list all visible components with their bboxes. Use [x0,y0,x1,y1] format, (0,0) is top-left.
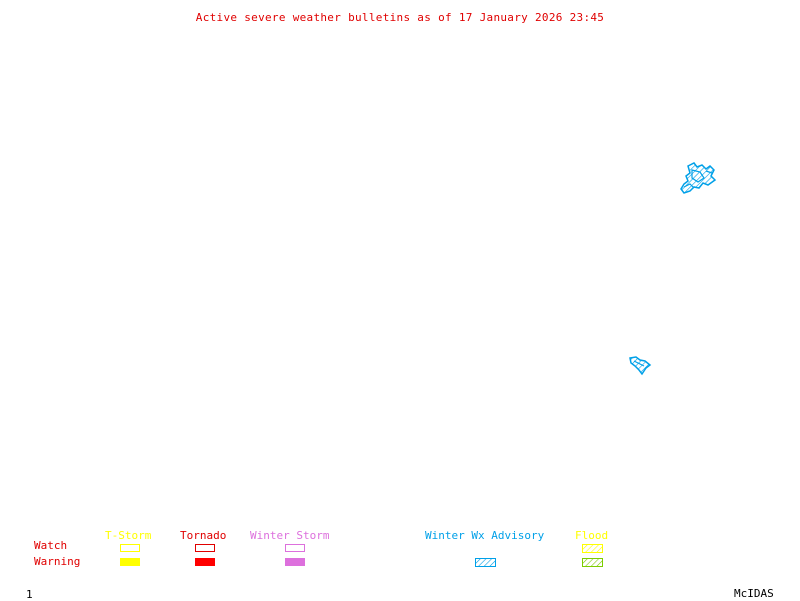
legend-flood-label: Flood [575,529,609,542]
legend-flood-warning-swatch [582,558,603,567]
mcidas-brand: McIDAS [734,587,774,600]
bulletin-title: Active severe weather bulletins as of 17… [195,11,605,24]
legend-tornado-label: Tornado [180,529,227,542]
legend-tstorm-warning-swatch [120,558,140,566]
legend-row-watch: Watch [34,539,68,552]
legend-tornado-watch-swatch [195,544,215,552]
frame-number: 1 [26,588,33,601]
legend-row-warning: Warning [34,555,81,568]
legend-flood-watch-swatch [582,544,603,553]
advisory-area-middle-right[interactable] [629,356,652,376]
legend-winter-storm-warning-swatch [285,558,305,566]
legend-tstorm-watch-swatch [120,544,140,552]
legend-tstorm-label: T-Storm [105,529,152,542]
legend-winter-storm-label: Winter Storm [250,529,330,542]
legend-tornado-warning-swatch [195,558,215,566]
legend-winter-storm-watch-swatch [285,544,305,552]
legend-winter-wx-advisory-label: Winter Wx Advisory [425,529,545,542]
legend-winter-wx-advisory-warning-swatch [475,558,496,567]
advisory-area-upper-right[interactable] [680,162,717,194]
